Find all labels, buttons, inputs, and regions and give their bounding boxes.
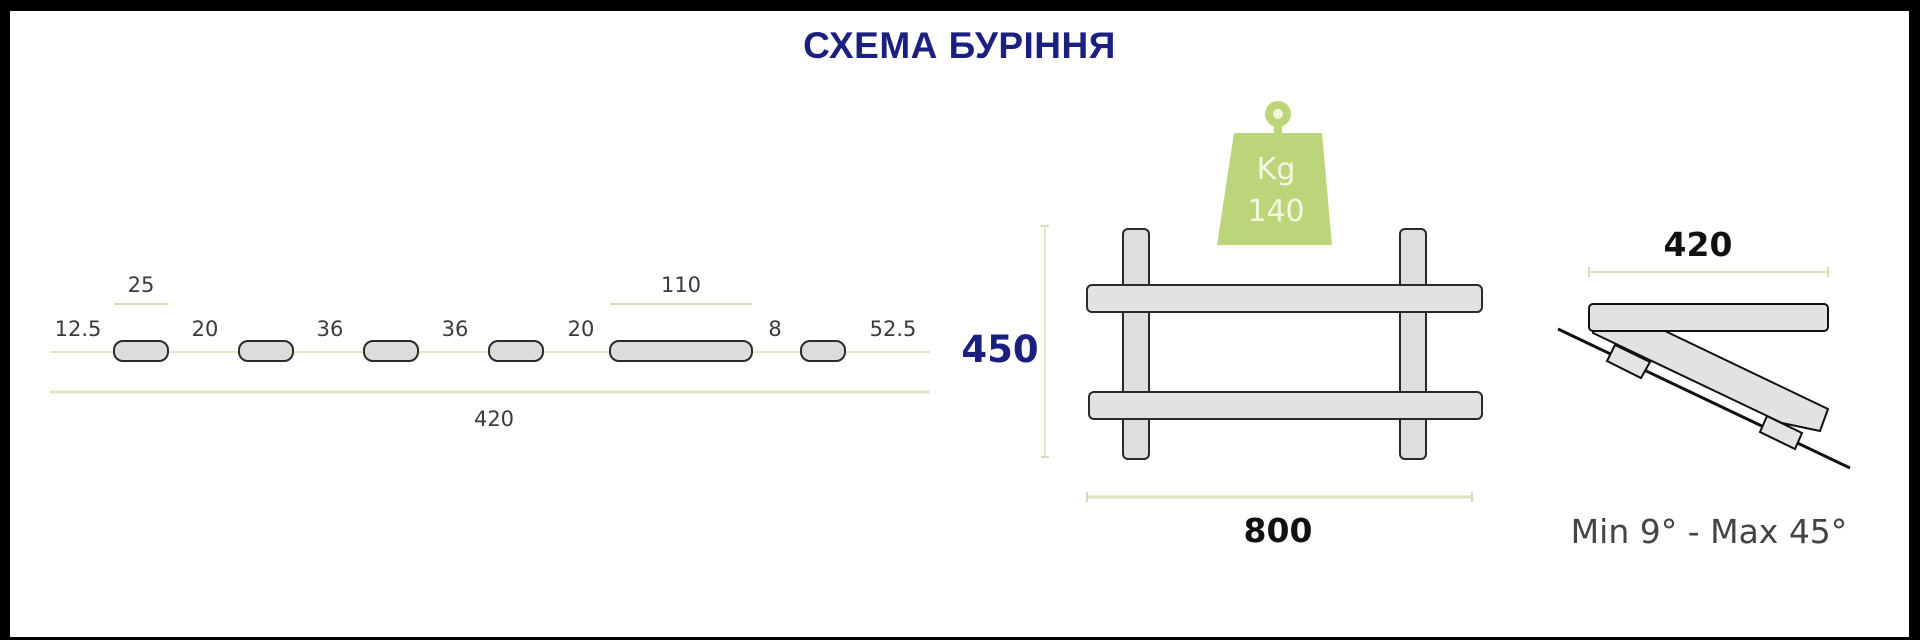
long-slot-width-label: 110 (661, 273, 701, 297)
slot (238, 340, 294, 362)
weight-icon: Kg 140 (1217, 101, 1332, 245)
page-title: СХЕМА БУРІННЯ (803, 25, 1116, 66)
slot (800, 340, 846, 362)
segment-label: 12.5 (55, 317, 102, 341)
weight-unit: Kg (1257, 152, 1296, 187)
width-label: 800 (1244, 511, 1313, 550)
segment-label: 20 (568, 317, 595, 341)
slot (488, 340, 544, 362)
slot-layout: 25 110 12.5 20 36 36 20 8 52.5 420 (50, 273, 930, 431)
segment-label: 8 (768, 317, 781, 341)
side-view: 420 Min 9° - Max 45° (1557, 225, 1851, 551)
segment-label: 20 (192, 317, 219, 341)
slot-long (609, 340, 753, 362)
segment-label: 52.5 (870, 317, 917, 341)
total-width-label: 420 (474, 407, 514, 431)
segment-label: 36 (317, 317, 344, 341)
drilling-scheme-drawing: 25 110 12.5 20 36 36 20 8 52.5 420 450 (50, 101, 1851, 551)
slot (113, 340, 169, 362)
front-view: 450 800 Kg 140 (961, 101, 1483, 550)
segment-label: 36 (442, 317, 469, 341)
slot (363, 340, 419, 362)
diagram-canvas: СХЕМА БУРІННЯ 25 110 12.5 20 36 36 20 8 … (10, 11, 1909, 637)
height-label: 450 (961, 328, 1038, 371)
angle-range-label: Min 9° - Max 45° (1571, 512, 1848, 551)
slot-width-label: 25 (128, 273, 155, 297)
depth-label: 420 (1664, 225, 1733, 264)
weight-value: 140 (1247, 194, 1304, 229)
